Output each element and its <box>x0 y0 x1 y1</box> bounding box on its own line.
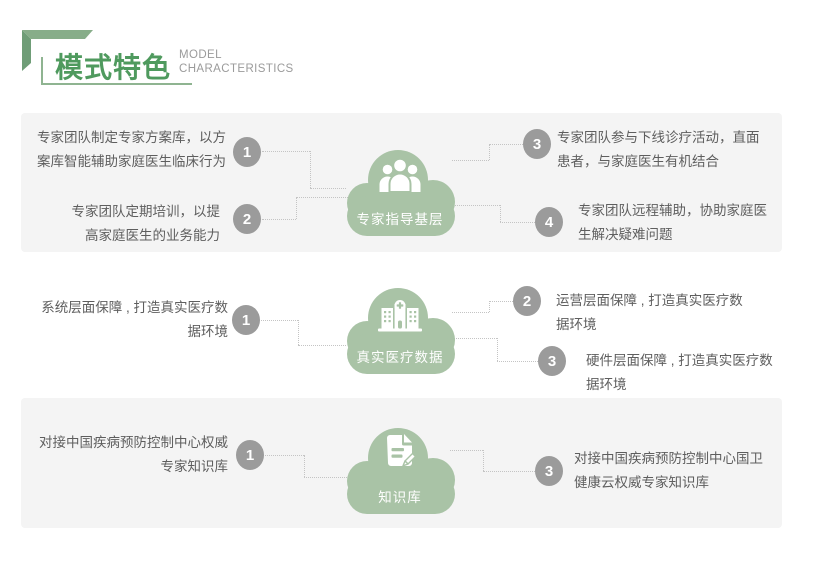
dotted-connector <box>262 219 296 220</box>
item-text: 硬件层面保障 , 打造真实医疗数 据环境 <box>586 353 773 392</box>
cloud-shape <box>347 288 455 374</box>
step-number-badge: 1 <box>236 440 264 470</box>
item-text: 专家团队远程辅助，协助家庭医 生解决疑难问题 <box>578 203 767 242</box>
dotted-connector <box>500 222 535 223</box>
dotted-connector <box>483 450 484 471</box>
dotted-connector <box>450 450 483 451</box>
dotted-connector <box>265 455 304 456</box>
item-text: 运营层面保障 , 打造真实医疗数 据环境 <box>556 293 743 332</box>
cloud-label: 真实医疗数据 <box>356 350 444 365</box>
dotted-connector <box>489 144 490 160</box>
dotted-connector <box>500 205 501 222</box>
cloud-label: 知识库 <box>378 490 422 505</box>
item-text: 专家团队参与下线诊疗活动，直面 患者，与家庭医生有机结合 <box>557 130 760 169</box>
step-number-badge: 1 <box>232 305 260 335</box>
people-group-icon <box>379 157 421 193</box>
dotted-connector <box>489 144 523 145</box>
dotted-connector <box>310 151 311 188</box>
cloud-real-medical-data: 真实医疗数据 <box>342 284 458 376</box>
title-frame-line-vertical <box>41 57 43 84</box>
dotted-connector <box>296 197 350 198</box>
hospital-icon <box>378 300 422 332</box>
item-text: 系统层面保障 , 打造真实医疗数 据环境 <box>41 300 228 339</box>
page-subtitle: MODEL CHARACTERISTICS <box>179 49 294 75</box>
dotted-connector <box>298 345 346 346</box>
dotted-connector <box>304 477 347 478</box>
dotted-connector <box>489 301 513 302</box>
page-title: 模式特色 <box>55 52 172 83</box>
dotted-connector <box>262 151 310 152</box>
dotted-connector <box>450 205 500 206</box>
dotted-connector <box>448 338 497 339</box>
dotted-connector <box>296 197 297 219</box>
dotted-connector <box>483 471 535 472</box>
step-number-badge: 1 <box>233 137 261 167</box>
dotted-connector <box>261 320 298 321</box>
cloud-label: 专家指导基层 <box>356 212 444 227</box>
dotted-connector <box>304 455 305 477</box>
document-pencil-icon <box>387 434 417 467</box>
dotted-connector <box>452 160 489 161</box>
item-text: 专家团队制定专家方案库，以方 案库智能辅助家庭医生临床行为 <box>37 130 226 169</box>
step-number-badge: 3 <box>538 346 566 376</box>
step-number-badge: 2 <box>513 286 541 316</box>
dotted-connector <box>310 188 346 189</box>
dotted-connector <box>497 361 538 362</box>
step-number-badge: 3 <box>535 456 563 486</box>
dotted-connector <box>298 320 299 345</box>
step-number-badge: 4 <box>535 207 563 237</box>
corner-ribbon-icon <box>22 30 93 71</box>
step-number-badge: 2 <box>233 204 261 234</box>
step-number-badge: 3 <box>523 129 551 159</box>
cloud-knowledge-base: 知识库 <box>342 424 458 516</box>
title-frame-line-horizontal <box>41 83 192 85</box>
item-text: 专家团队定期培训，以提 高家庭医生的业务能力 <box>71 204 221 243</box>
dotted-connector <box>497 338 498 361</box>
item-text: 对接中国疾病预防控制中心国卫 健康云权威专家知识库 <box>574 451 763 490</box>
item-text: 对接中国疾病预防控制中心权威 专家知识库 <box>39 435 228 474</box>
dotted-connector <box>452 312 489 313</box>
dotted-connector <box>489 301 490 312</box>
cloud-expert-guidance: 专家指导基层 <box>342 146 458 238</box>
